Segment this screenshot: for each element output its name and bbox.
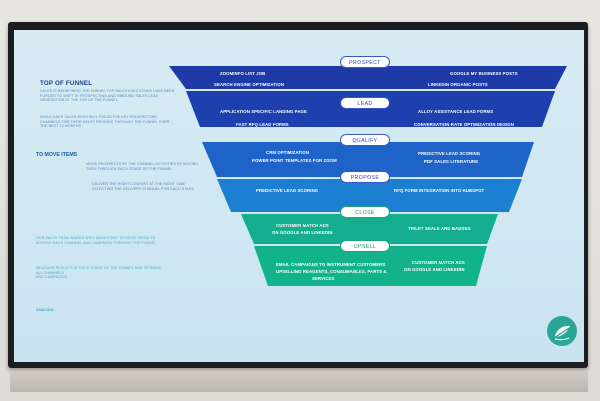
leaf-logo-graphic bbox=[547, 316, 577, 346]
stage-pill-propose[interactable]: PROPOSE bbox=[340, 171, 390, 183]
funnel-item: SEARCH ENGINE OPTIMIZATION bbox=[214, 82, 284, 87]
funnel-item: APPLICATION SPECIFIC LANDING PAGE bbox=[220, 109, 307, 114]
stage-pill-prospect[interactable]: PROSPECT bbox=[340, 56, 390, 68]
funnel-item: PDF SALES LITERATURE bbox=[424, 159, 478, 164]
funnel-item: GOOGLE MY BUSINESS POSTS bbox=[450, 71, 518, 76]
stage-pill-qualify[interactable]: QUALIFY bbox=[340, 134, 390, 146]
monitor-screen: TOP OF FUNNEL SALES IS REDEFINING THE FU… bbox=[14, 30, 584, 362]
funnel-item: EMAIL CAMPAIGNS TO INSTRUMENT CUSTOMERS bbox=[276, 262, 385, 267]
funnel-item: LINKEDIN ORGANIC POSTS bbox=[428, 82, 488, 87]
funnel-item: RFQ FORM INTEGRATION INTO HUBSPOT bbox=[394, 188, 484, 193]
funnel-item: ALLOY ASSISTANCE LEAD FORMS bbox=[418, 109, 493, 114]
funnel-item: ON GOOGLE AND LINKEDIN bbox=[272, 230, 333, 235]
funnel-item: POWER POINT TEMPLATES FOR ZOOM bbox=[252, 158, 337, 163]
funnel-item: ZOOMINFO LIST JOB bbox=[220, 71, 265, 76]
funnel-item: ON GOOGLE AND LINKEDIN bbox=[404, 267, 465, 272]
leaf-logo-icon bbox=[547, 316, 577, 346]
funnel-item: CUSTOMER MATCH ADS bbox=[276, 223, 329, 228]
funnel-item: FAST RFQ LEAD FORMS bbox=[236, 122, 289, 127]
stage-pill-close[interactable]: CLOSE bbox=[340, 206, 390, 218]
funnel-item: UPSELLING REAGENTS, CONSUMABLES, PARTS & bbox=[276, 269, 387, 274]
funnel-item: CONVERSATION RATE OPTIMIZATION DESIGN bbox=[414, 122, 514, 127]
funnel-item: CUSTOMER MATCH ADS bbox=[412, 260, 465, 265]
funnel-item: SERVICES bbox=[312, 276, 334, 281]
stage-pill-upsell[interactable]: UPSELL bbox=[340, 240, 390, 252]
funnel-item: PREDICTIVE LEAD SCORING bbox=[418, 151, 480, 156]
funnel-item: TRILET SEALS AND BADGES bbox=[408, 226, 471, 231]
stage-pill-lead[interactable]: LEAD bbox=[340, 97, 390, 109]
monitor-stand bbox=[10, 372, 588, 392]
funnel-item: CRM OPTIMIZATION bbox=[266, 150, 309, 155]
funnel-item: PREDICTIVE LEAD SCORING bbox=[256, 188, 318, 193]
funnel-graphic bbox=[14, 30, 584, 362]
